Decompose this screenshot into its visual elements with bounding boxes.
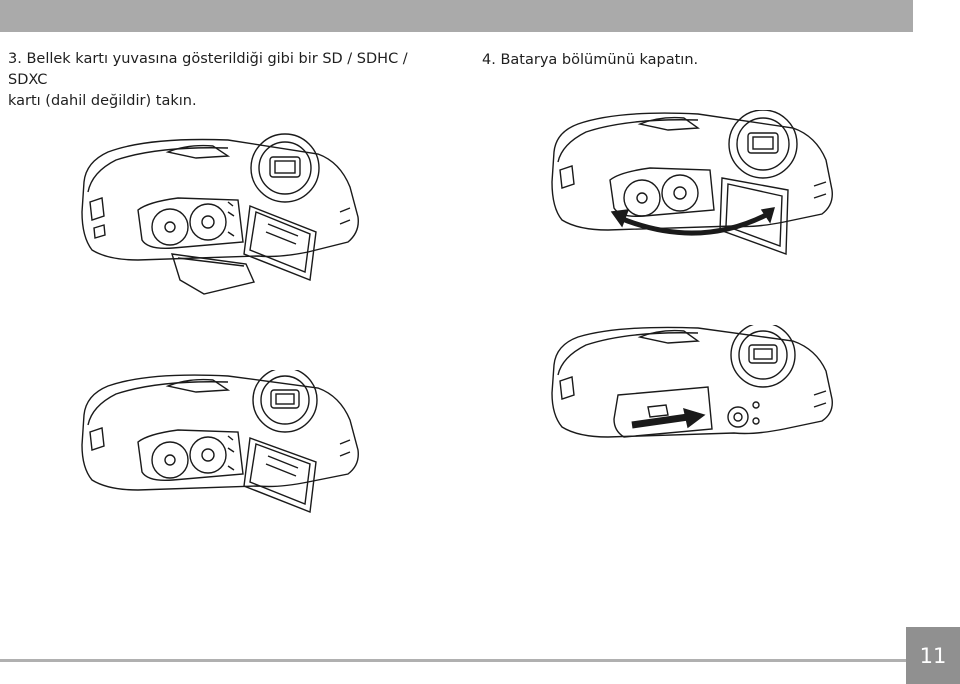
camera-open-battery-door-illustration — [78, 370, 363, 520]
header-bar — [0, 0, 913, 32]
footer-rule — [0, 659, 906, 662]
camera-close-door-arrow-illustration — [548, 110, 838, 270]
step-4-instruction: 4. Batarya bölümünü kapatın. — [482, 50, 902, 71]
step-3-instruction: 3. Bellek kartı yuvasına gösterildiği gi… — [8, 49, 448, 112]
step-3-number: 3. — [8, 51, 22, 67]
step-3-text-line1: Bellek kartı yuvasına gösterildiği gibi … — [8, 51, 408, 88]
page-number: 11 — [906, 627, 960, 684]
step-4-text: Batarya bölümünü kapatın. — [500, 52, 699, 68]
camera-card-insert-illustration — [78, 132, 363, 297]
step-3-text-line2: kartı (dahil değildir) takın. — [8, 93, 197, 109]
step-4-number: 4. — [482, 52, 496, 68]
camera-slide-lock-arrow-illustration — [548, 325, 838, 460]
